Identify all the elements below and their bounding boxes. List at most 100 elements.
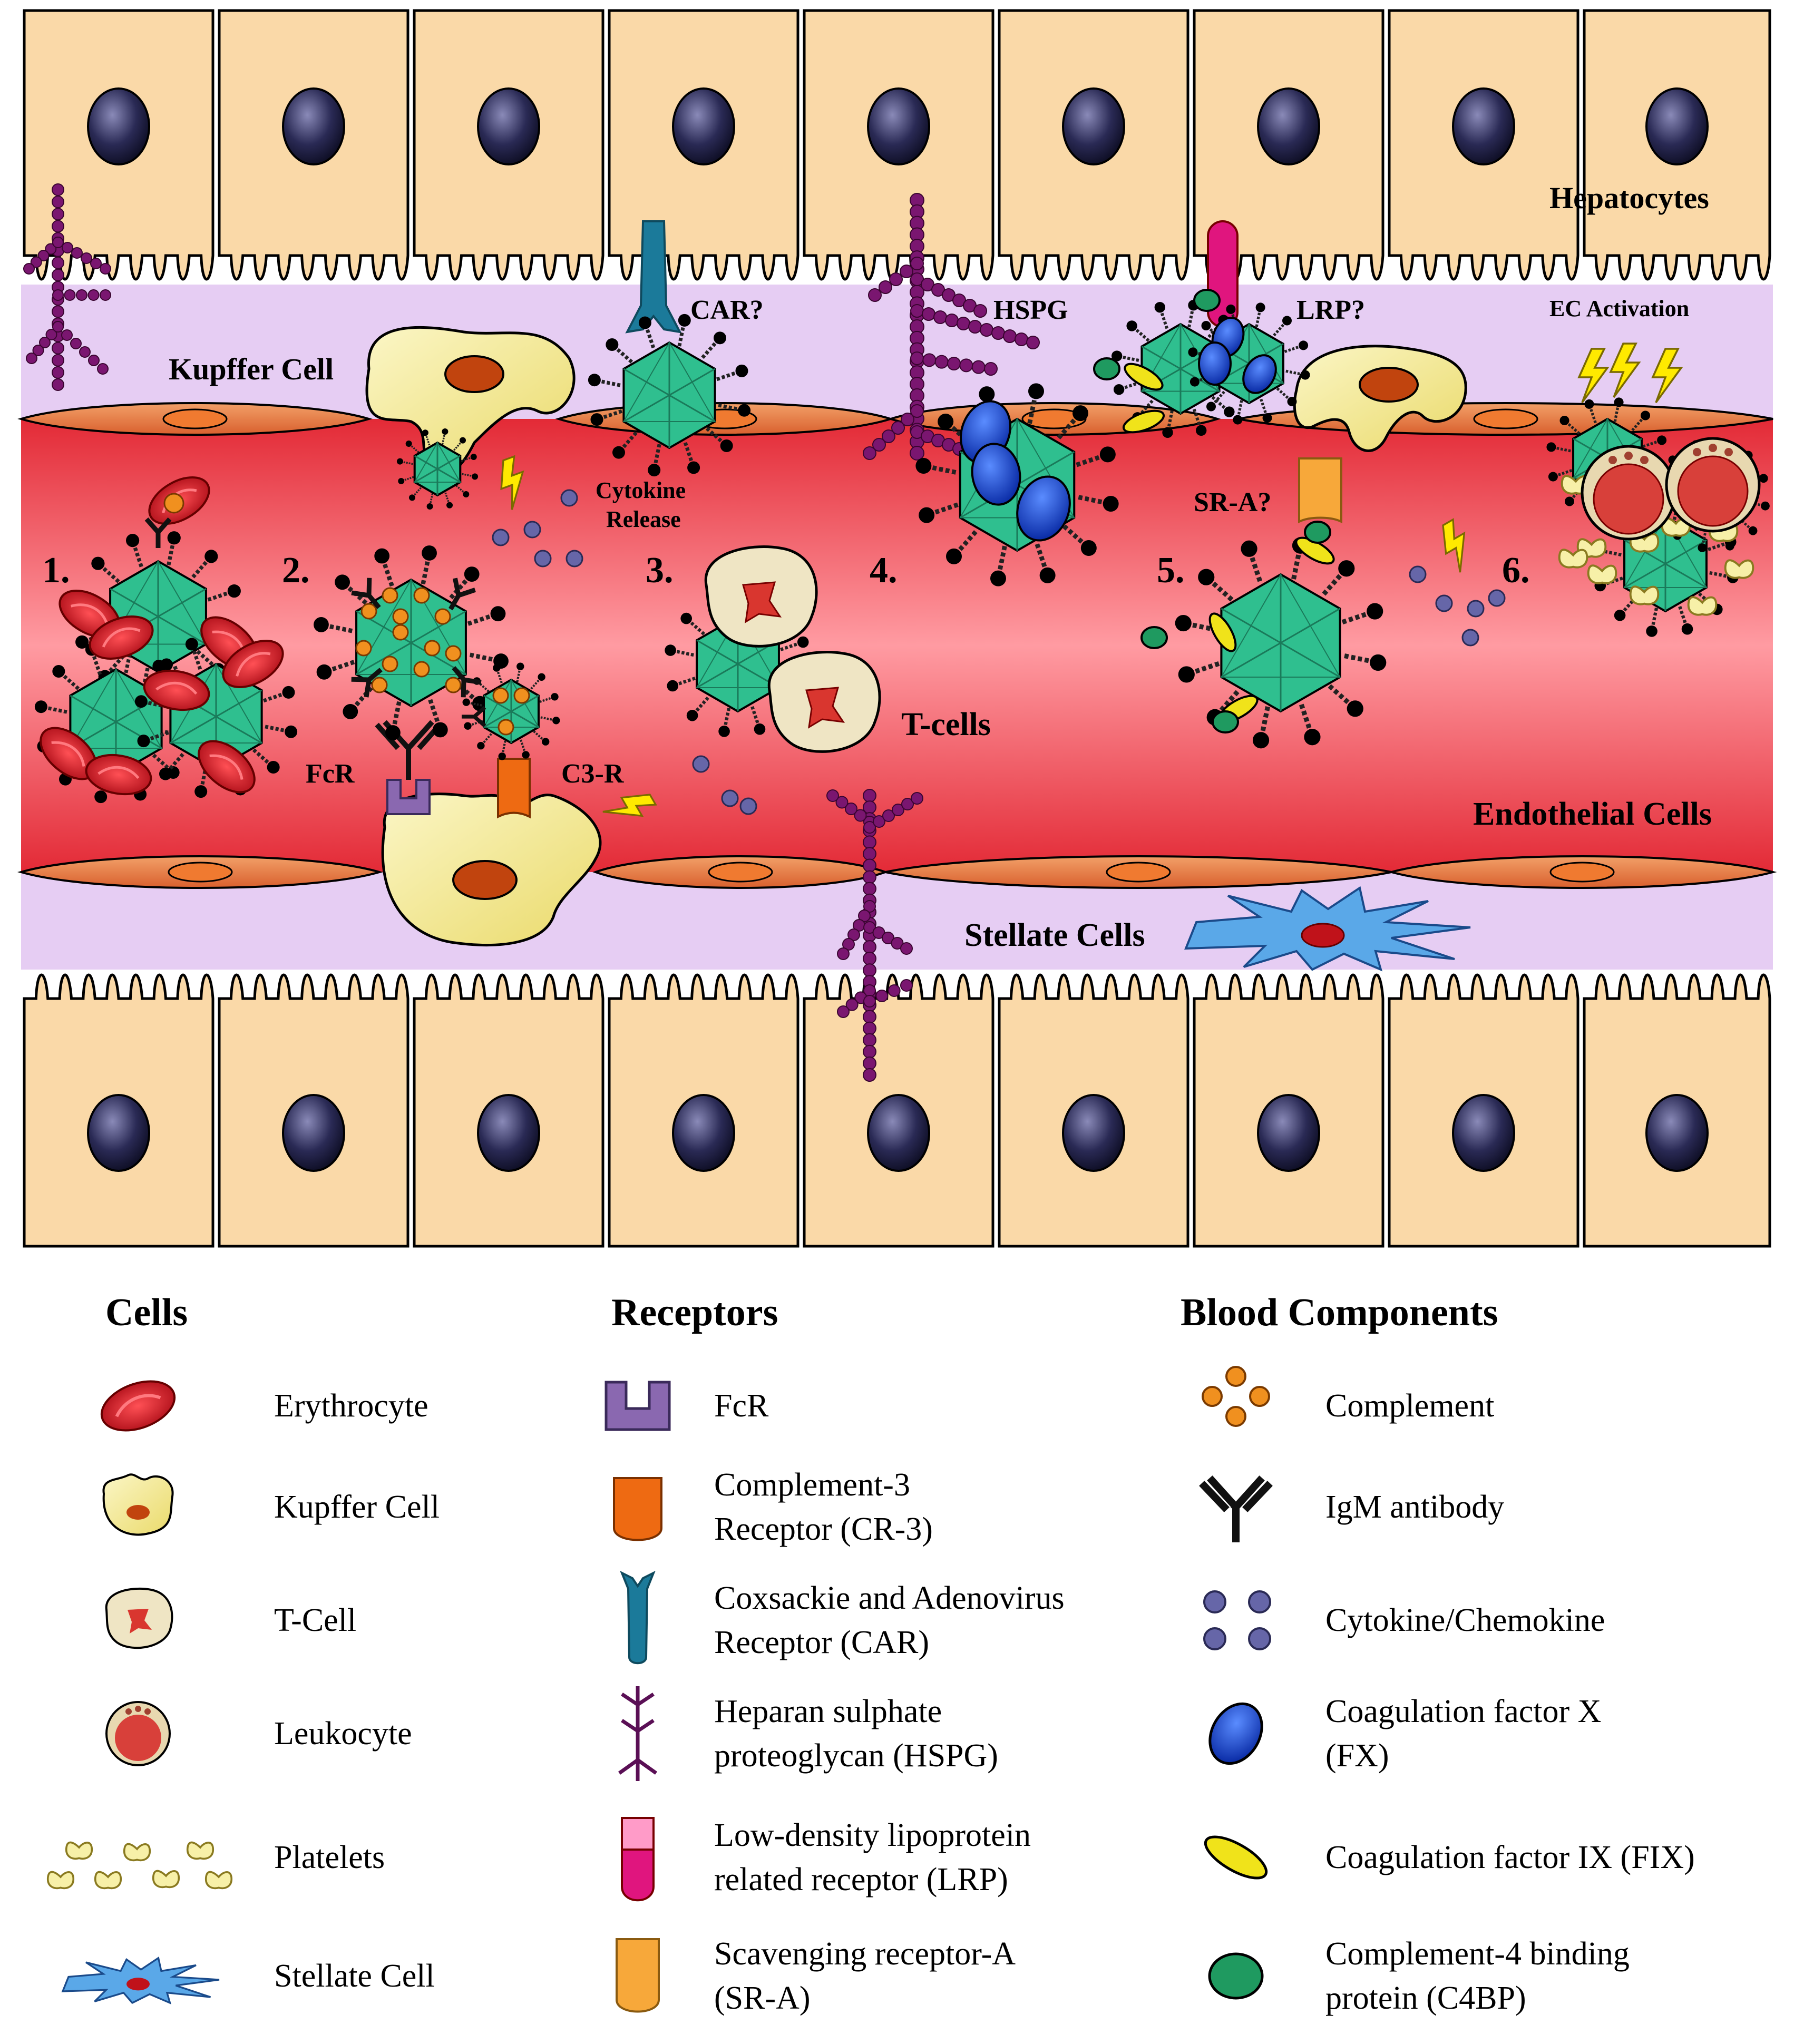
virus-knob xyxy=(680,612,692,624)
virus-knob xyxy=(464,722,472,730)
hepatocyte-row-bottom xyxy=(23,973,1771,1248)
hspg-bead xyxy=(52,195,64,209)
endothelial-nucleus xyxy=(1106,862,1171,883)
hspg-bead xyxy=(45,329,57,340)
platelet xyxy=(152,1870,180,1889)
leukocyte-2 xyxy=(1665,437,1761,533)
hspg-bead xyxy=(863,963,876,977)
hspg-bead xyxy=(52,289,64,301)
hspg-bead xyxy=(910,404,924,418)
virus-knob xyxy=(1252,732,1270,749)
hspg-bead xyxy=(945,314,959,327)
hspg-bead xyxy=(70,338,82,349)
cytokine xyxy=(560,489,578,507)
virus-knob xyxy=(227,584,241,598)
hspg-bead xyxy=(1015,332,1028,346)
erythrocyte-body xyxy=(198,740,256,794)
coagulation-factor-ix xyxy=(1124,363,1164,391)
hspg-bead xyxy=(863,858,876,873)
virus-knob xyxy=(398,478,405,485)
hspg-bead xyxy=(61,329,73,341)
hspg-bead xyxy=(100,289,111,301)
virus-knob xyxy=(464,566,480,582)
hepatocyte xyxy=(23,973,214,1248)
virus-knob xyxy=(1299,340,1309,350)
virus-knob xyxy=(470,453,477,460)
complement xyxy=(424,640,441,657)
virus-knob xyxy=(396,458,403,465)
platelet xyxy=(1724,559,1754,579)
virus-knob xyxy=(159,767,172,780)
label-hepatocytes: Hepatocytes xyxy=(1549,181,1709,215)
platelet xyxy=(1629,585,1660,605)
virus-knob xyxy=(1548,472,1558,482)
virus-knob xyxy=(34,700,47,713)
kupffer-cell-top-left xyxy=(365,326,576,476)
virus-knob xyxy=(498,752,506,760)
hspg-bead xyxy=(910,446,924,461)
hspg-bead xyxy=(863,940,876,954)
space-of-disse-top xyxy=(21,285,1773,419)
hspg-bead xyxy=(100,263,111,275)
coagulation-factor-ix xyxy=(1123,409,1165,434)
hspg-bead xyxy=(889,272,903,286)
virus-knob xyxy=(735,364,748,377)
virus-knob xyxy=(408,494,415,501)
hspg-bead xyxy=(968,320,982,334)
virus-knob xyxy=(1347,700,1363,717)
hspg-bead xyxy=(52,256,64,269)
virus-knob xyxy=(1188,347,1198,357)
hspg-bead xyxy=(910,304,924,318)
hspg-bead xyxy=(863,882,876,896)
label-c3r: C3-R xyxy=(561,759,625,789)
coagulation-factor-x xyxy=(1242,354,1277,394)
virus-knob xyxy=(714,331,727,345)
hspg-bead xyxy=(879,280,892,294)
virus-knob xyxy=(1725,541,1734,551)
complement xyxy=(492,687,509,704)
car-icon xyxy=(620,1570,656,1665)
coagulation-factor-x xyxy=(1016,475,1071,542)
virus-knob xyxy=(665,644,676,656)
hspg-bead xyxy=(863,1068,876,1082)
virus-knob xyxy=(1370,654,1387,671)
lrp-icon xyxy=(621,1817,655,1902)
c4bp xyxy=(1140,626,1168,649)
hepatocyte xyxy=(1388,973,1579,1248)
hepatocyte-row-top xyxy=(23,9,1771,281)
hepatocyte-nucleus xyxy=(1452,1094,1515,1172)
virus-knob xyxy=(1657,435,1667,445)
label-lrp: LRP? xyxy=(1296,295,1365,325)
hspg-bead xyxy=(835,796,849,809)
complement xyxy=(392,624,409,641)
hspg-bead xyxy=(973,304,987,318)
complement xyxy=(498,719,514,736)
virus-knob xyxy=(314,617,329,632)
leukocyte-1 xyxy=(1581,445,1676,541)
virus-knob xyxy=(1198,569,1215,585)
virus-knob xyxy=(426,503,433,510)
virus-knob xyxy=(1759,474,1768,483)
hspg-bead xyxy=(847,928,860,941)
erythrocyte-highlight xyxy=(155,681,198,695)
hepatocyte-nucleus xyxy=(282,87,345,165)
legend-blood-label: protein (C4BP) xyxy=(1325,1980,1526,2016)
igm-antibody-icon xyxy=(1199,1475,1273,1542)
legend-receptors-label: (SR-A) xyxy=(714,1980,811,2016)
erythrocyte-highlight xyxy=(97,766,140,779)
adenovirus xyxy=(1175,537,1387,749)
complement xyxy=(360,603,377,620)
hspg-bead xyxy=(959,358,973,373)
hspg-bead xyxy=(71,247,83,259)
virus-facets-inner xyxy=(622,341,716,422)
virus-knob xyxy=(204,550,218,563)
endothelial-nucleus xyxy=(162,408,228,429)
virus-knob xyxy=(1178,666,1195,683)
virus-knob xyxy=(552,717,560,725)
complement xyxy=(413,587,430,604)
virus-knob xyxy=(522,751,530,759)
adenovirus xyxy=(396,428,479,510)
hspg-bead xyxy=(901,413,914,426)
hspg-bead xyxy=(52,237,64,248)
